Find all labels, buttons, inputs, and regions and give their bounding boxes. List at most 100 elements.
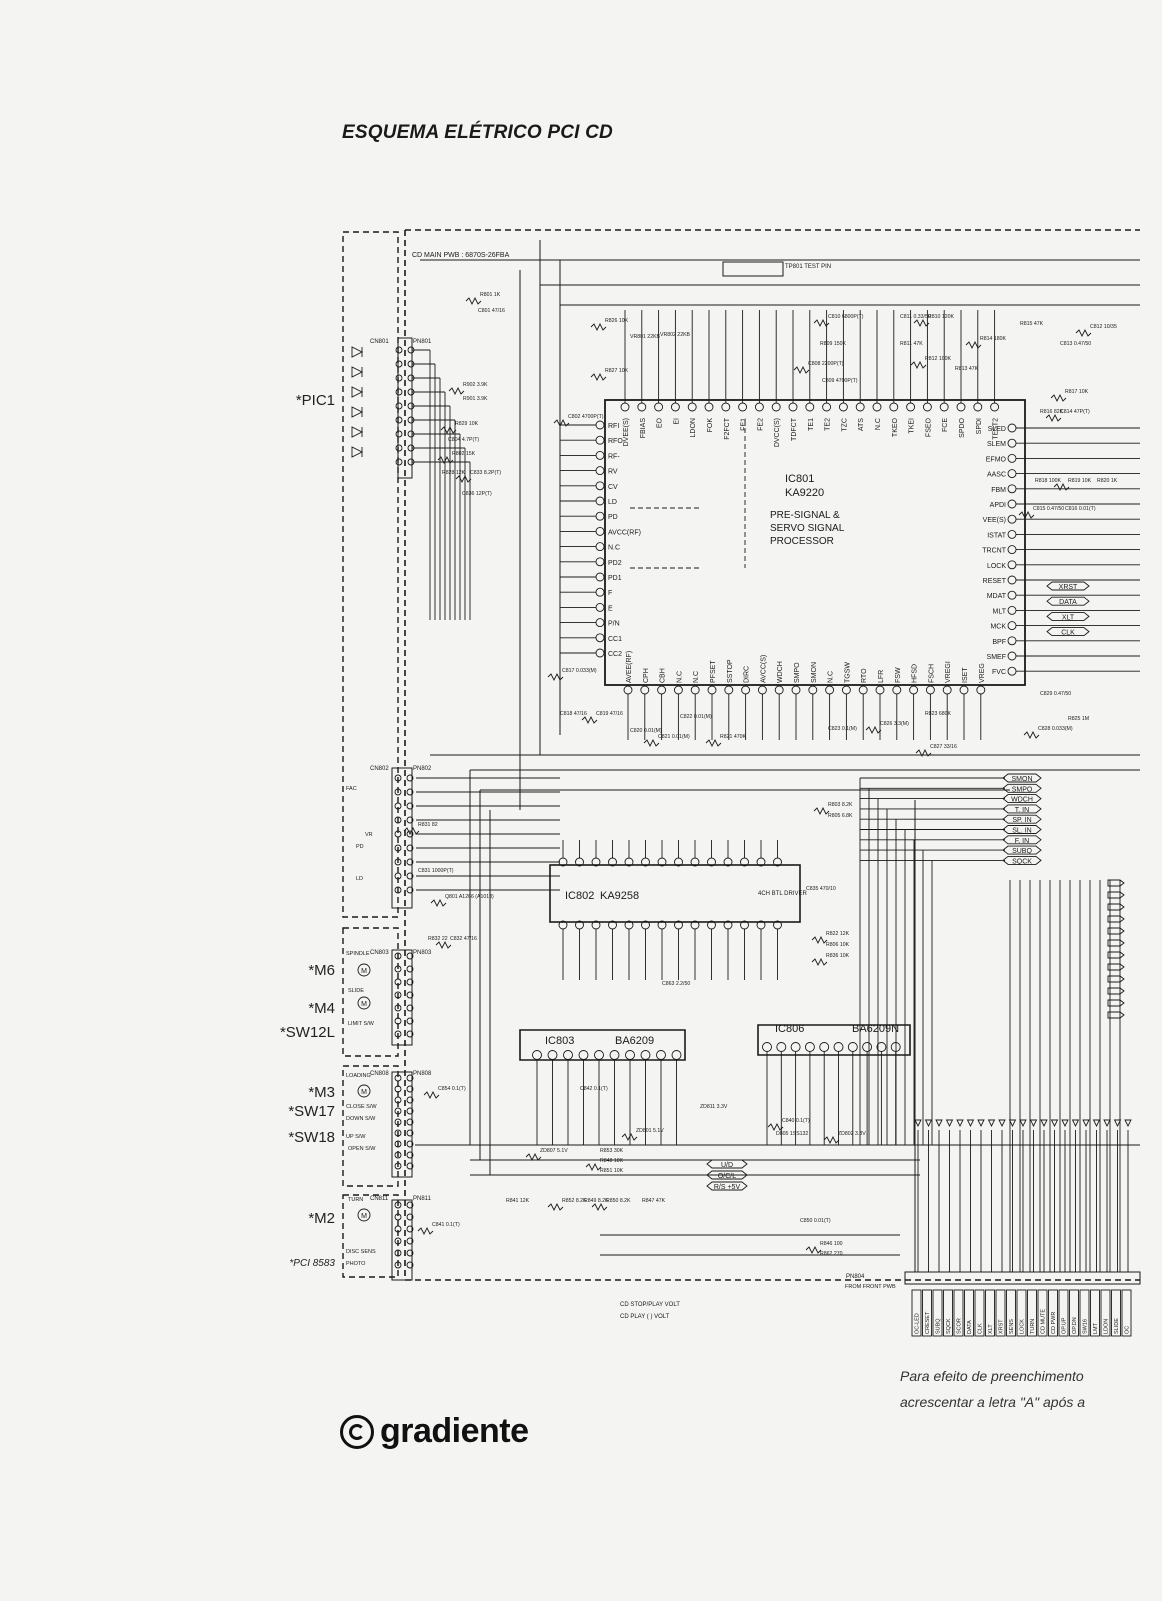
motor-icon [357, 963, 371, 977]
ic801-right-pin-marker [1007, 514, 1017, 524]
ic801-right-pin-label: AASC [987, 472, 1006, 479]
photodiode-icon [351, 366, 364, 378]
connector-label: CN808 [370, 1071, 389, 1077]
ic801-top-pin-marker [788, 402, 798, 412]
ic802-desc: 4CH BTL DRIVER [758, 891, 807, 897]
ic801-bottom-pin-marker [741, 685, 751, 695]
connector-pin [406, 886, 414, 894]
bottom-connector-label: CD PWR [1051, 1312, 1057, 1334]
resistor-symbol [793, 365, 810, 375]
connector-pin [394, 1140, 402, 1148]
bottom-connector-label: SLIDE [1114, 1318, 1120, 1334]
ic801-top-pin-label: TE1 [808, 418, 815, 431]
ic806-pin-marker [762, 1042, 772, 1052]
right-bus-flag-icon [1107, 939, 1125, 947]
ic806-ref: IC806 [775, 1023, 804, 1035]
ic801-bottom-pin-marker [858, 685, 868, 695]
bus-flag-low: U/D [721, 1162, 733, 1169]
ic801-bottom-pin-label: SMPO [794, 662, 801, 683]
ic801-top-pin-label: DVCC(S) [774, 418, 781, 447]
footnote-line-1: Para efeito de preenchimento [900, 1368, 1084, 1384]
ic801-right-pin-label: SLED [988, 426, 1006, 433]
bus-flag-right-shape [1046, 581, 1090, 591]
component-value: C826 3.3(M) [880, 721, 909, 727]
connector-pin [406, 1249, 414, 1257]
resistor-symbol [1045, 413, 1062, 423]
ic801-top-pin-marker [620, 402, 630, 412]
ic801-right-pin-label: MLT [993, 608, 1007, 615]
bus-arrow-icon [1029, 1119, 1038, 1128]
connector-pin [406, 872, 414, 880]
connector-pin [395, 402, 403, 410]
connector-pin [406, 1085, 414, 1093]
connector-label: PN801 [413, 339, 432, 345]
ic801-top-pin-label: FOK [707, 418, 714, 433]
connector-pin [394, 1030, 402, 1038]
connector-pin [406, 1201, 414, 1209]
ic801-top-pin-label: FE1 [741, 418, 748, 431]
ic801-function-line: SERVO SIGNAL [770, 523, 845, 534]
ic801-left-pin-marker [595, 481, 605, 491]
ic801-left-pin-marker [595, 450, 605, 460]
ic801-bottom-pin-label: PFSET [710, 660, 717, 683]
connector-pin [406, 1004, 414, 1012]
resistor-symbol [910, 360, 927, 370]
connector-pin [406, 978, 414, 986]
ic801-right-pin-marker [1007, 438, 1017, 448]
ic801-part: KA9220 [785, 487, 824, 499]
resistor-symbol [437, 455, 454, 465]
ic806-pin-marker [819, 1042, 830, 1052]
ic801-top-pin-marker [906, 402, 916, 412]
bottom-connector-box [985, 1289, 995, 1337]
ic801-bottom-pin-label: FSW [895, 667, 902, 683]
component-value: R902 3.9K [463, 382, 488, 388]
ic803-pin-marker [640, 1050, 651, 1060]
ic801-left-pin-marker [595, 496, 605, 506]
right-bus-flag-icon [1107, 987, 1125, 995]
ic801-right-pin-label: TRCNT [982, 548, 1006, 555]
component-value: R832 22 [428, 936, 448, 942]
connector-pin [394, 830, 402, 838]
right-bus-flag-icon [1107, 927, 1125, 935]
component-value: C811 0.33/50 [900, 314, 931, 320]
component-value: C835 470/10 [806, 886, 836, 892]
ic801-left-pin-label: CC2 [608, 651, 622, 658]
right-bus-flag-icon [1107, 891, 1125, 899]
bus-arrow-icon [1008, 1119, 1017, 1128]
bottom-connector-label: OP.DN [1072, 1317, 1078, 1334]
sub-label: DISC SENS [346, 1249, 376, 1255]
motor-icon [357, 996, 371, 1010]
ic801-top-pin-marker [738, 402, 748, 412]
component-value: C812 10/35 [1090, 324, 1117, 330]
ic801-right-pin-label: BPF [992, 639, 1006, 646]
bottom-connector-label: SUBQ [936, 1318, 942, 1334]
connector-pin [406, 1151, 414, 1159]
connector-pin [394, 1151, 402, 1159]
connector-pin [406, 1213, 414, 1221]
bus-arrow-icon [945, 1119, 954, 1128]
bottom-connector-label: OC-LED [915, 1313, 921, 1334]
connector-pin [395, 346, 403, 354]
ic801-right-pin-marker [1007, 484, 1017, 494]
ic801-bottom-pin-label: VREGI [945, 661, 952, 683]
ic801-bottom-pin-label: SMON [811, 662, 818, 683]
ic803-pin-marker [625, 1050, 635, 1060]
ic801-ref: IC801 [785, 473, 814, 485]
resistor-symbol [547, 672, 564, 682]
sub-label: SPINDLE [346, 951, 370, 957]
ic801-top-pin-marker [687, 402, 697, 412]
ic806-pin-marker [776, 1042, 787, 1052]
connector-pin [406, 1107, 414, 1115]
bus-flag-low-shape [706, 1159, 748, 1169]
connector-pin [394, 816, 402, 824]
ic801-left-pin-label: CV [608, 484, 618, 491]
legend-line: CD PLAY ( ) VOLT [620, 1314, 670, 1320]
ic801-function-line: PRE-SIGNAL & [770, 510, 840, 521]
ic801-bottom-pin-label: AVEE(RF) [626, 651, 633, 683]
resistor-symbol [813, 318, 830, 328]
connector-pin [394, 1201, 402, 1209]
component-value: C841 0.1(T) [432, 1222, 460, 1228]
bus-arrow-icon [935, 1119, 943, 1128]
resistor-symbol [590, 322, 607, 332]
